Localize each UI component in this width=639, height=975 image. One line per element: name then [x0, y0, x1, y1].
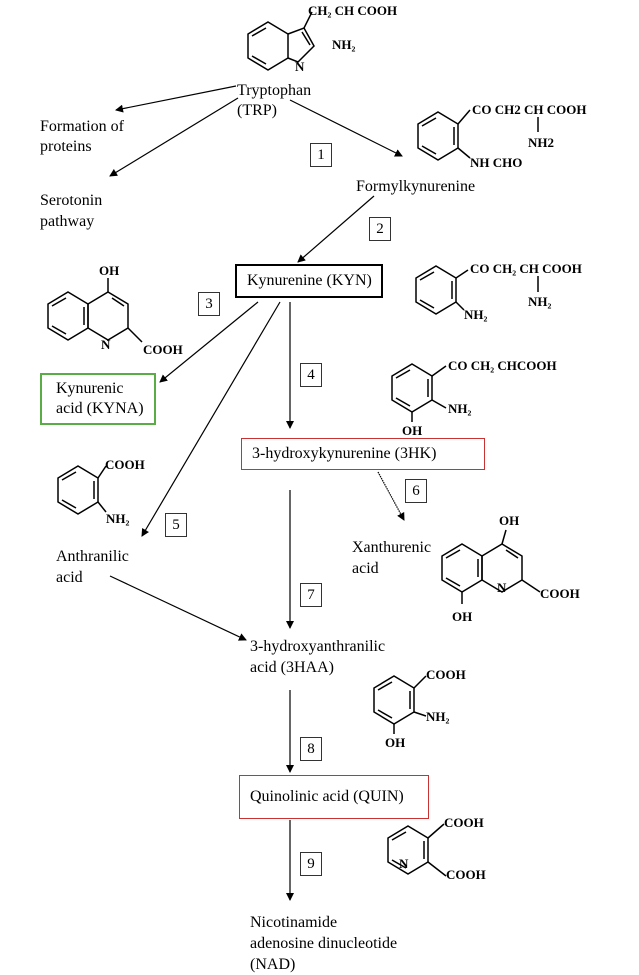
xanthurenic-acid-line1: Xanthurenic	[352, 539, 432, 556]
hydroxykynurenine-structure	[391, 363, 447, 422]
step-6-box: 6	[405, 479, 427, 503]
kynurenine-structure	[415, 265, 539, 315]
tryptophan-abbr: (TRP)	[237, 102, 277, 119]
kyna-ring-nitrogen: N	[101, 337, 111, 352]
tryptophan-name: Tryptophan	[237, 82, 312, 99]
trp-ring-nitrogen: N	[295, 59, 305, 74]
hk-side-chain: CO CH₂ CHCOOH	[448, 358, 557, 373]
trp-amine: NH₂	[332, 37, 356, 52]
qa-carboxyl-bottom: COOH	[446, 867, 486, 882]
hk-amine: NH₂	[448, 401, 472, 416]
formylkynurenine-label: Formylkynurenine	[356, 178, 476, 195]
hydroxykynurenine-box: 3-hydroxykynurenine (3HK)	[241, 438, 485, 470]
trp-side-chain: CH₂ CH COOH	[308, 3, 398, 18]
qa-carboxyl-top: COOH	[444, 815, 484, 830]
an-amine: NH₂	[106, 511, 130, 526]
step-8-box: 8	[300, 737, 322, 761]
nad-line1: Nicotinamide	[250, 914, 338, 931]
serotonin-label-line1: Serotonin	[40, 192, 103, 209]
anthranilic-acid-structure	[57, 465, 107, 515]
kynurenine-box: Kynurenine (KYN)	[235, 264, 383, 298]
nad-line2: adenosine dinucleotide	[250, 935, 398, 952]
hydroxyanthranilic-acid-line2: acid (3HAA)	[250, 659, 334, 676]
hk-hydroxyl: OH	[402, 423, 423, 438]
tryptophan-structure	[247, 11, 315, 71]
kyn-chain-amine: NH₂	[528, 294, 552, 309]
quinolinic-acid-structure	[387, 823, 447, 877]
an-carboxyl: COOH	[105, 457, 145, 472]
formylkynurenine-structure	[417, 109, 539, 161]
step-3-box: 3	[198, 292, 220, 316]
kyna-hydroxyl: OH	[99, 263, 120, 278]
kynurenic-acid-line2: acid (KYNA)	[56, 400, 144, 417]
haa-carboxyl: COOH	[426, 667, 466, 682]
step-2-box: 2	[369, 217, 391, 241]
haa-amine: NH₂	[426, 709, 450, 724]
xanthurenic-acid-structure	[441, 529, 541, 604]
kynurenic-acid-line1: Kynurenic	[56, 380, 124, 397]
step-7-box: 7	[300, 583, 322, 607]
fk-formamide: NH CHO	[470, 155, 523, 170]
xa-ring-nitrogen: N	[497, 580, 507, 595]
xa-hydroxyl-top: OH	[499, 513, 520, 528]
kynurenic-acid-box: Kynurenic acid (KYNA)	[40, 373, 156, 425]
hydroxyanthranilic-acid-structure	[373, 675, 427, 734]
proteins-label-line1: Formation of	[40, 118, 124, 135]
anthranilic-acid-line1: Anthranilic	[56, 548, 129, 565]
fk-side-chain: CO CH2 CH COOH	[472, 102, 587, 117]
qa-ring-nitrogen: N	[399, 856, 409, 871]
anthranilic-acid-line2: acid	[56, 569, 83, 586]
nad-line3: (NAD)	[250, 956, 296, 973]
xanthurenic-acid-line2: acid	[352, 560, 379, 577]
serotonin-label-line2: pathway	[40, 213, 95, 230]
step-4-box: 4	[300, 363, 322, 387]
kynurenic-acid-structure	[47, 278, 143, 343]
xa-hydroxyl-bottom: OH	[452, 609, 473, 624]
step-9-box: 9	[300, 852, 322, 876]
kyn-ring-amine: NH₂	[464, 307, 488, 322]
kyn-side-chain: CO CH₂ CH COOH	[470, 261, 582, 276]
step-5-box: 5	[165, 513, 187, 537]
step-1-box: 1	[310, 143, 332, 167]
proteins-label-line2: proteins	[40, 138, 92, 155]
quinolinic-acid-box: Quinolinic acid (QUIN)	[239, 775, 429, 819]
pathway-arrows	[109, 85, 405, 901]
fk-amine: NH2	[528, 135, 554, 150]
kyna-carboxyl: COOH	[143, 342, 183, 357]
xa-carboxyl: COOH	[540, 586, 580, 601]
hydroxyanthranilic-acid-line1: 3-hydroxyanthranilic	[250, 638, 386, 655]
haa-hydroxyl: OH	[385, 735, 406, 750]
